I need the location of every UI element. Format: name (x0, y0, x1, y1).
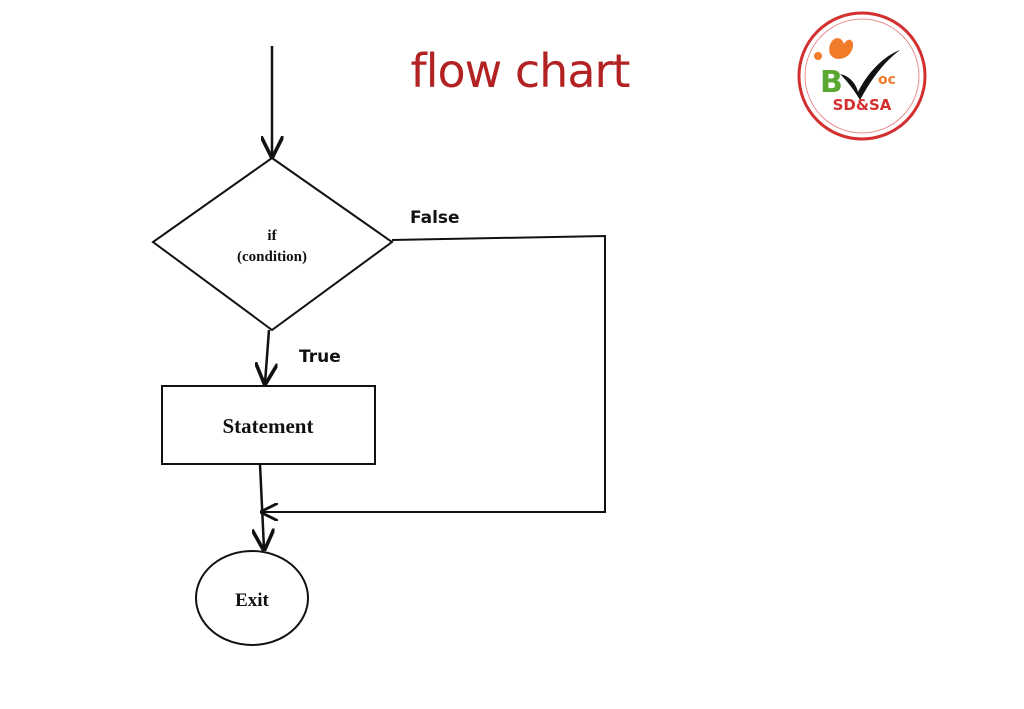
statement-box (161, 385, 376, 465)
bvoc-logo: B oc SD&SA (797, 11, 927, 141)
decision-diamond (151, 156, 394, 332)
true-arrow (265, 329, 269, 383)
decision-label-if: if (267, 228, 277, 244)
true-label: True (299, 347, 341, 367)
statement-label: Statement (223, 414, 314, 438)
decision-label-condition: (condition) (237, 249, 307, 265)
slide-title: flow chart (410, 44, 631, 98)
logo-small-text: oc (878, 72, 896, 88)
flame-icon (829, 38, 854, 59)
false-connector (262, 234, 606, 512)
logo-letter: B (820, 65, 843, 100)
checkmark-icon (840, 50, 900, 100)
logo-sdsa-text: SD&SA (833, 96, 892, 114)
statement-exit-arrow (260, 463, 264, 549)
exit-label: Exit (235, 590, 269, 611)
false-label: False (410, 208, 460, 228)
exit-terminal (195, 550, 309, 646)
